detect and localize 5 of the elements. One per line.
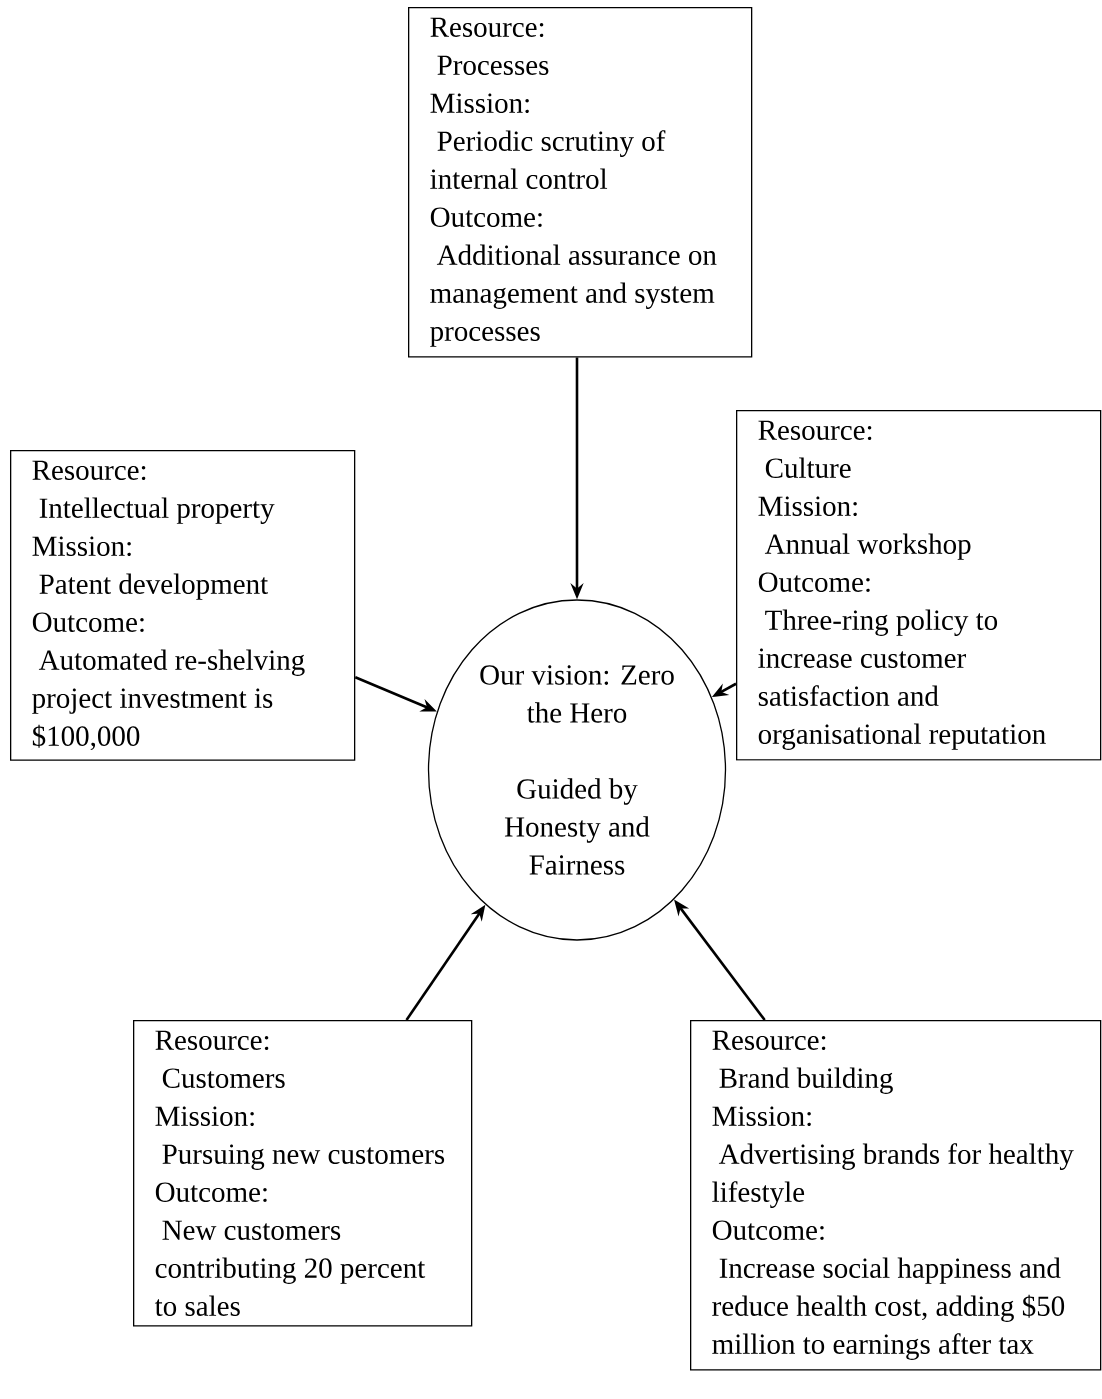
text-box: Resource: Customers Mission: Pursuing new customers Outcome: New customers contributing 20 percent to sales [133, 1020, 473, 1327]
text-box: Resource: Culture Mission: Annual workshop Outcome: Three-ring policy to increase customer satisfaction and organisational reputation [736, 410, 1102, 761]
text-box: Resource: Brand building Mission: Advertising brands for healthy lifestyle Outcome: Increase social happiness and reduce health cost, adding $50 million to earnings after tax [690, 1020, 1102, 1371]
text-box: Resource: Processes Mission: Periodic scrutiny of internal control Outcome: Additional assurance on management and system processes [408, 7, 753, 358]
text-box: Resource: Intellectual property Mission: Patent development Outcome: Automated re-shelving project investment is $100,000 [10, 450, 356, 761]
